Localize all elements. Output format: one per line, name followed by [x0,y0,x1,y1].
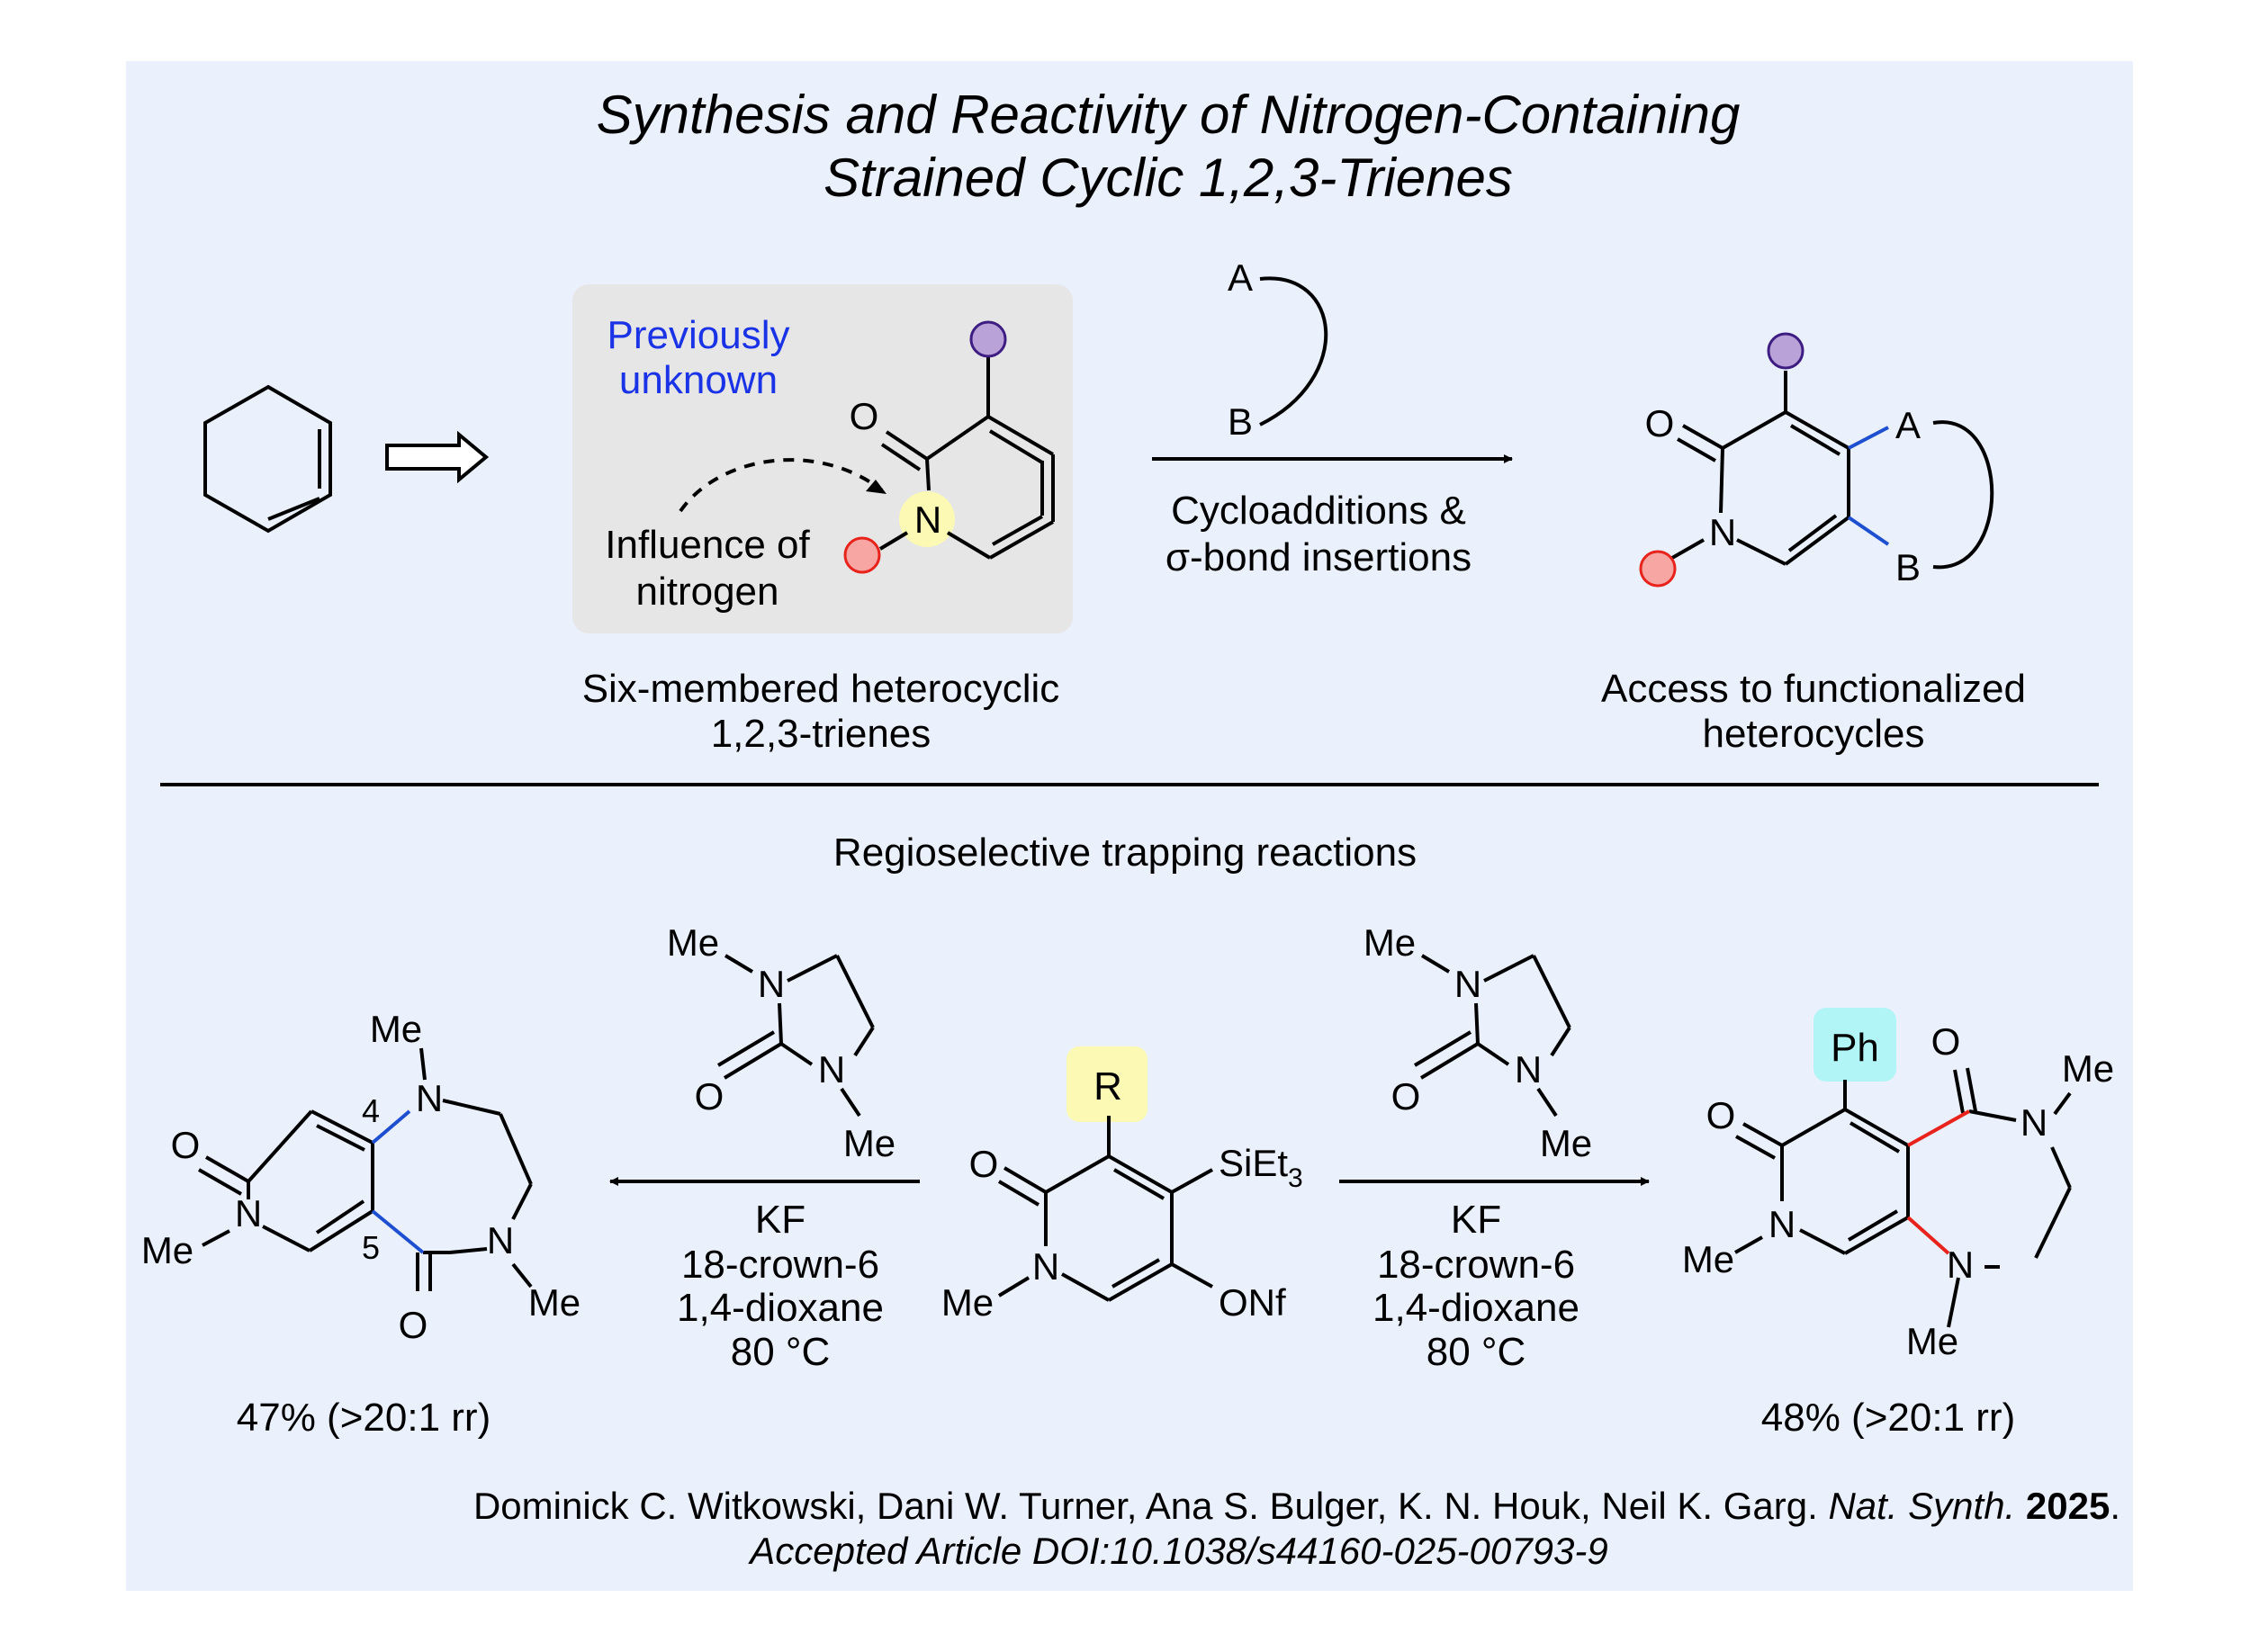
citation-journal: Nat. Synth. [1828,1485,2015,1527]
left-me-top: Me [370,1008,422,1050]
product-caption-line-2: heterocycles [1702,712,1924,756]
regioselective-title: Regioselective trapping reactions [833,830,1417,875]
pyridone-triene-structure: O N [843,320,1055,574]
cyclic-triene-structure [203,384,332,534]
nonaflate-group: ONf [1219,1281,1286,1324]
citation-year: 2025 [2026,1485,2110,1527]
trienes-caption-line-2: 1,2,3-trienes [711,712,932,756]
left-n-top: N [416,1077,443,1119]
dmi-right-oxygen: O [1391,1075,1421,1118]
product-purple-substituent [1767,332,1804,370]
influence-label-line-1: Influence of [605,523,810,567]
left-oxygen-bottom: O [399,1304,428,1346]
product-oxygen: O [1645,402,1675,444]
conditions-right-3: 1,4-dioxane [1372,1286,1580,1330]
purple-substituent [969,320,1007,358]
product-caption-line-1: Access to functionalized [1601,667,2026,711]
background-panel [126,61,2133,1591]
conditions-right-2: 18-crown-6 [1377,1243,1575,1287]
citation-doi: Accepted Article DOI:10.1038/s44160-025-… [747,1530,1607,1572]
conditions-left-2: 18-crown-6 [681,1243,879,1287]
left-me-bottom: Me [528,1281,580,1324]
arrow-label-line-2: σ-bond insertions [1166,535,1472,579]
right-n-ring: N [1768,1203,1796,1245]
dmi-reagent-right: Me N N O Me [1364,921,1592,1164]
influence-dashed-arrow [679,458,884,513]
citation-line-1: Dominick C. Witkowski, Dani W. Turner, A… [473,1485,2120,1527]
reagent-a-label: A [1228,256,1253,299]
dmi-right-n-top: N [1454,963,1481,1005]
conditions-left-3: 1,4-dioxane [677,1286,884,1330]
triene-nitrogen: N [914,498,941,541]
precursor-oxygen: O [969,1143,999,1185]
left-n-ring: N [235,1192,262,1235]
conditions-left-4: 80 °C [731,1330,831,1374]
title-line-2: Strained Cyclic 1,2,3-Trienes [824,148,1513,208]
silyl-nonaflate-precursor: R O N Me SiEt3 ONf [941,1046,1303,1324]
functionalized-heterocycle: O N A B [1639,332,1994,588]
citation-space [2015,1485,2026,1527]
product-red-substituent [1639,550,1677,588]
precursor-nitrogen: N [1032,1245,1059,1288]
silyl-group: SiEt3 [1219,1142,1303,1193]
right-product-structure: Ph O Me N O N Me N Me [1682,1008,2114,1362]
position-4-label: 4 [362,1092,380,1129]
reagent-b-label: B [1228,400,1253,443]
right-n-bottom: N [1947,1243,1974,1286]
left-product-structure: Me N O N Me N O Me 4 5 [141,1008,580,1346]
right-oxygen-ketone: O [1931,1020,1961,1063]
triene-oxygen: O [850,395,879,437]
heterocyclic-triene-box [572,284,1073,633]
yield-right: 48% (>20:1 rr) [1761,1396,2015,1440]
title-line-1: Synthesis and Reactivity of Nitrogen-Con… [597,85,1741,145]
ph-highlight [1814,1008,1896,1082]
ph-substituent: Ph [1831,1026,1879,1070]
dmi-right-me-top: Me [1364,921,1416,964]
red-substituent [843,536,881,574]
conditions-right-1: KF [1451,1198,1501,1242]
right-red-bond-top [1907,1109,1970,1147]
right-me-bottom: Me [1906,1320,1958,1362]
dmi-reagent-left: Me N N O Me [667,921,896,1164]
previously-unknown-line-1: Previously [608,313,790,357]
influence-arrowhead [866,480,886,494]
conditions-left-1: KF [755,1198,806,1242]
right-me-top: Me [2062,1047,2114,1090]
dmi-left-n-top: N [758,963,785,1005]
trienes-caption-line-1: Six-membered heterocyclic [582,667,1060,711]
retrosynthesis-arrow [385,430,490,484]
left-blue-bond-4 [371,1109,411,1145]
dmi-right-me-bottom: Me [1540,1122,1592,1164]
right-red-bond-bottom [1906,1216,1950,1255]
precursor-me: Me [941,1281,994,1324]
left-oxygen-top: O [171,1124,201,1166]
citation-period: . [2110,1485,2120,1527]
right-oxygen-ring: O [1706,1094,1736,1136]
influence-label-line-2: nitrogen [635,570,778,614]
arrow-label-line-1: Cycloadditions & [1171,489,1466,533]
dmi-left-me-top: Me [667,921,719,964]
r-substituent: R [1094,1064,1122,1109]
dmi-left-me-bottom: Me [843,1122,896,1164]
position-5-label: 5 [362,1229,380,1266]
nitrogen-highlight [899,491,955,547]
right-me-ring: Me [1682,1238,1734,1280]
right-n-top: N [2020,1101,2048,1144]
yield-left: 47% (>20:1 rr) [237,1396,490,1440]
dmi-right-n-bottom: N [1515,1048,1542,1091]
left-blue-bond-5 [371,1209,425,1254]
product-a-label: A [1895,404,1921,446]
r-highlight [1066,1046,1148,1122]
dmi-left-oxygen: O [695,1075,724,1118]
product-b-label: B [1895,546,1921,588]
citation-authors: Dominick C. Witkowski, Dani W. Turner, A… [473,1485,1829,1527]
dmi-left-n-bottom: N [818,1048,845,1091]
conditions-right-4: 80 °C [1426,1330,1526,1374]
left-me-ring: Me [141,1229,194,1271]
previously-unknown-line-2: unknown [619,358,778,402]
left-n-bottom: N [487,1219,514,1261]
reagent-ab: A B [1228,256,1328,443]
product-nitrogen: N [1709,511,1736,553]
